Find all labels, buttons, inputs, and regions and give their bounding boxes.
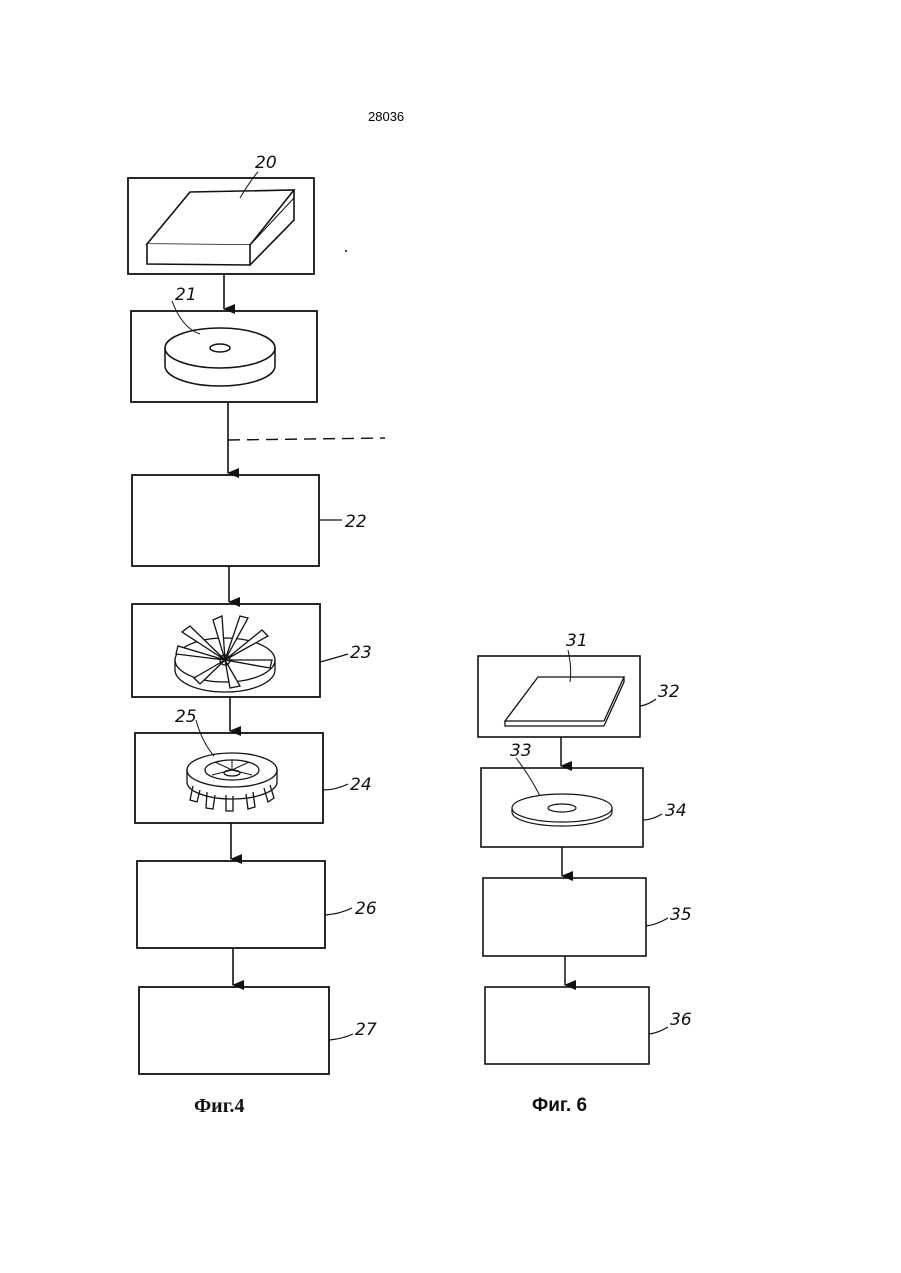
leader-24	[323, 784, 348, 790]
fig4-box-26	[137, 861, 325, 948]
ref-36: 36	[670, 1010, 692, 1030]
ref-21: 21	[175, 285, 197, 305]
leader-32	[640, 699, 656, 706]
figure-6	[478, 650, 668, 1064]
fig6-box-35	[483, 878, 646, 956]
fig4-box-27	[139, 987, 329, 1074]
ref-23: 23	[350, 643, 372, 663]
ref-35: 35	[670, 905, 692, 925]
fig4-box-22	[132, 475, 319, 566]
leader-21	[172, 301, 200, 334]
figure-4-caption: Фиг.4	[194, 1095, 245, 1118]
ref-27: 27	[355, 1020, 377, 1040]
leader-27	[329, 1034, 353, 1040]
ref-25: 25	[175, 707, 197, 727]
leader-25	[196, 720, 214, 756]
ref-22: 22	[345, 512, 367, 532]
sheet-icon	[505, 677, 624, 726]
figure-6-caption: Фиг. 6	[532, 1095, 587, 1117]
disc-icon	[165, 328, 275, 386]
ref-32: 32	[658, 682, 680, 702]
fig6-box-36	[485, 987, 649, 1064]
ref-20: 20	[255, 153, 277, 173]
washer-icon	[512, 794, 612, 826]
ref-33: 33	[510, 741, 532, 761]
ref-24: 24	[350, 775, 372, 795]
leader-33	[516, 758, 540, 796]
ref-26: 26	[355, 899, 377, 919]
impeller-blank-icon	[175, 616, 275, 692]
leader-36	[649, 1027, 668, 1034]
ref-34: 34	[665, 801, 687, 821]
ref-31: 31	[566, 631, 588, 651]
dashed-branch	[228, 438, 385, 440]
leader-23	[320, 654, 348, 662]
leader-34	[643, 814, 662, 820]
speck	[345, 250, 347, 252]
leader-26	[325, 908, 352, 915]
impeller-icon	[187, 753, 277, 811]
figure-4	[128, 172, 385, 1074]
leader-35	[646, 918, 668, 926]
plate-icon	[147, 190, 294, 265]
